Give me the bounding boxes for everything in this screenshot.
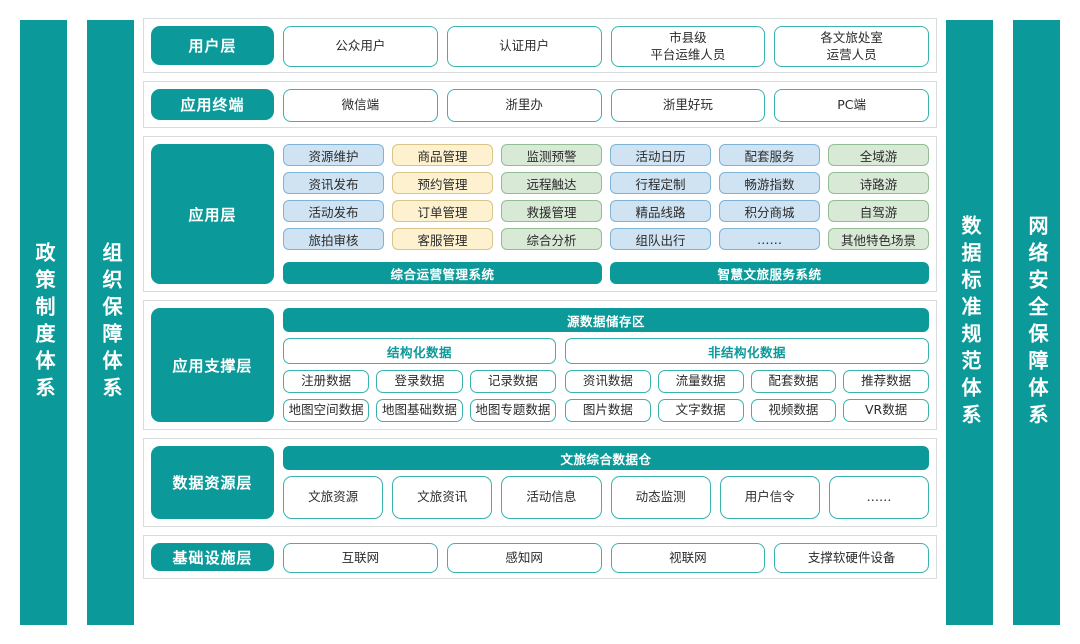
application-system-bars: 综合运营管理系统 智慧文旅服务系统	[283, 262, 929, 284]
layer-label-support: 应用支撑层	[151, 308, 274, 422]
support-group-head: 非结构化数据	[565, 338, 929, 364]
layer-terminal: 应用终端 微信端 浙里办 浙里好玩 PC端	[143, 81, 937, 128]
pillar-label: 网络安全保障体系	[1025, 214, 1049, 431]
application-grid: 资源维护商品管理监测预警活动日历配套服务全域游资讯发布预约管理远程触达行程定制畅…	[283, 144, 929, 250]
support-banner-source-data-storage: 源数据储存区	[283, 308, 929, 332]
infra-item-video-network[interactable]: 视联网	[610, 543, 766, 573]
support-item[interactable]: VR数据	[843, 399, 929, 422]
app-cell[interactable]: 活动发布	[283, 200, 384, 222]
user-item-label: 认证用户	[499, 38, 550, 54]
pillar-organization-system: 组织保障体系	[87, 20, 134, 625]
support-group-unstructured: 非结构化数据 资讯数据流量数据配套数据推荐数据 图片数据文字数据视频数据 VR数据	[565, 338, 929, 422]
infra-item-hardware-software[interactable]: 支撑软硬件设备	[774, 543, 929, 573]
support-row: 资讯数据流量数据配套数据推荐数据	[565, 370, 929, 393]
support-item[interactable]: 流量数据	[657, 370, 744, 393]
user-item-public[interactable]: 公众用户	[283, 26, 438, 67]
pillar-label: 组织保障体系	[99, 241, 123, 404]
app-cell[interactable]: 资讯发布	[283, 172, 384, 194]
layer-label-user: 用户层	[151, 26, 274, 65]
app-cell[interactable]: 客服管理	[392, 228, 493, 250]
app-cell[interactable]: 救援管理	[501, 200, 602, 222]
infra-item-internet[interactable]: 互联网	[283, 543, 438, 573]
data-resource-item[interactable]: 动态监测	[610, 476, 711, 519]
infra-item-sensing-network[interactable]: 感知网	[446, 543, 602, 573]
app-cell[interactable]: 预约管理	[392, 172, 493, 194]
support-item[interactable]: 文字数据	[657, 399, 744, 422]
user-item-culture-tourism-office-ops[interactable]: 各文旅处室运营人员	[774, 26, 929, 67]
layer-label-application: 应用层	[151, 144, 274, 284]
support-item[interactable]: 资讯数据	[565, 370, 651, 393]
app-cell[interactable]: 监测预警	[501, 144, 602, 166]
data-resource-item[interactable]: 活动信息	[501, 476, 602, 519]
data-resource-item[interactable]: 文旅资讯	[392, 476, 493, 519]
app-cell[interactable]: 订单管理	[392, 200, 493, 222]
right-pillar-column: 数据标准规范体系 网络安全保障体系	[946, 0, 1080, 644]
data-resource-item[interactable]: 用户信令	[719, 476, 820, 519]
support-item[interactable]: 地图专题数据	[469, 399, 556, 422]
pillar-label: 数据标准规范体系	[958, 214, 982, 431]
system-bar-smart-tourism[interactable]: 智慧文旅服务系统	[610, 262, 929, 284]
terminal-item-pc[interactable]: PC端	[774, 89, 929, 122]
support-item[interactable]: 地图空间数据	[283, 399, 370, 422]
app-cell[interactable]: 自驾游	[828, 200, 929, 222]
terminal-item-zhelibian[interactable]: 浙里办	[446, 89, 602, 122]
support-item[interactable]: 注册数据	[283, 370, 370, 393]
data-resource-item[interactable]: 文旅资源	[283, 476, 384, 519]
user-item-city-county-ops[interactable]: 市县级平台运维人员	[610, 26, 766, 67]
app-cell[interactable]: ……	[719, 228, 820, 250]
support-group-head: 结构化数据	[283, 338, 556, 364]
app-cell[interactable]: 资源维护	[283, 144, 384, 166]
app-cell[interactable]: 其他特色场景	[828, 228, 929, 250]
app-cell[interactable]: 活动日历	[610, 144, 711, 166]
support-item[interactable]: 推荐数据	[843, 370, 929, 393]
user-item-label: 市县级平台运维人员	[650, 29, 726, 62]
app-cell[interactable]: 精品线路	[610, 200, 711, 222]
support-item[interactable]: 地图基础数据	[376, 399, 463, 422]
app-cell[interactable]: 畅游指数	[719, 172, 820, 194]
data-resource-items: 文旅资源文旅资讯活动信息动态监测用户信令……	[283, 476, 930, 519]
support-row: 地图空间数据地图基础数据地图专题数据	[283, 399, 556, 422]
support-item[interactable]: 记录数据	[469, 370, 556, 393]
left-pillar-column: 政策制度体系 组织保障体系	[0, 0, 134, 644]
layer-application-support: 应用支撑层 源数据储存区 结构化数据 注册数据登录数据记录数据 地图空间数据地图…	[143, 300, 937, 430]
support-item[interactable]: 登录数据	[376, 370, 463, 393]
app-cell[interactable]: 旅拍审核	[283, 228, 384, 250]
pillar-data-standard-system: 数据标准规范体系	[946, 20, 993, 625]
support-row: 注册数据登录数据记录数据	[283, 370, 556, 393]
data-resource-item[interactable]: ……	[828, 476, 930, 519]
data-resource-banner-warehouse: 文旅综合数据仓	[283, 446, 929, 470]
app-cell[interactable]: 组队出行	[610, 228, 711, 250]
layer-label-terminal: 应用终端	[151, 89, 274, 120]
terminal-item-wechat[interactable]: 微信端	[283, 89, 438, 122]
terminal-item-zhelihaowan[interactable]: 浙里好玩	[610, 89, 766, 122]
layer-stack: 用户层 公众用户 认证用户 市县级平台运维人员 各文旅处室运营人员 应用终端 微…	[134, 0, 946, 644]
app-cell[interactable]: 配套服务	[719, 144, 820, 166]
layer-user: 用户层 公众用户 认证用户 市县级平台运维人员 各文旅处室运营人员	[143, 18, 937, 73]
support-group-structured: 结构化数据 注册数据登录数据记录数据 地图空间数据地图基础数据地图专题数据	[283, 338, 556, 422]
support-row: 图片数据文字数据视频数据 VR数据	[565, 399, 929, 422]
layer-label-data-resource: 数据资源层	[151, 446, 274, 519]
layer-label-infrastructure: 基础设施层	[151, 543, 274, 571]
app-cell[interactable]: 积分商城	[719, 200, 820, 222]
layer-application: 应用层 资源维护商品管理监测预警活动日历配套服务全域游资讯发布预约管理远程触达行…	[143, 136, 937, 292]
user-item-authenticated[interactable]: 认证用户	[446, 26, 602, 67]
app-cell[interactable]: 全域游	[828, 144, 929, 166]
support-item[interactable]: 视频数据	[750, 399, 837, 422]
support-item[interactable]: 配套数据	[750, 370, 837, 393]
support-item[interactable]: 图片数据	[565, 399, 651, 422]
system-bar-operations[interactable]: 综合运营管理系统	[283, 262, 602, 284]
layer-infrastructure: 基础设施层 互联网 感知网 视联网 支撑软硬件设备	[143, 535, 937, 579]
pillar-label: 政策制度体系	[32, 241, 56, 404]
layer-data-resource: 数据资源层 文旅综合数据仓 文旅资源文旅资讯活动信息动态监测用户信令……	[143, 438, 937, 527]
pillar-network-security-system: 网络安全保障体系	[1013, 20, 1060, 625]
user-item-label: 各文旅处室运营人员	[820, 29, 883, 62]
app-cell[interactable]: 远程触达	[501, 172, 602, 194]
pillar-policy-system: 政策制度体系	[20, 20, 67, 625]
app-cell[interactable]: 商品管理	[392, 144, 493, 166]
user-item-label: 公众用户	[335, 38, 386, 54]
app-cell[interactable]: 综合分析	[501, 228, 602, 250]
app-cell[interactable]: 行程定制	[610, 172, 711, 194]
app-cell[interactable]: 诗路游	[828, 172, 929, 194]
